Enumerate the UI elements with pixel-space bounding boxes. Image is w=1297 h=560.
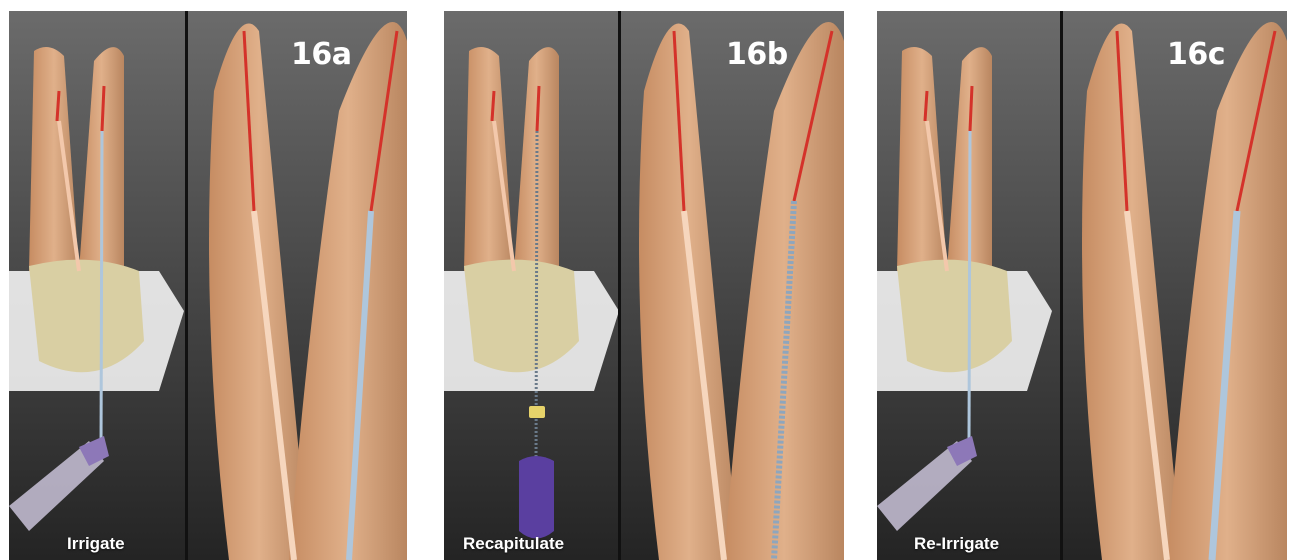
stopper-icon	[529, 406, 545, 418]
figure-label: 16a	[291, 37, 352, 72]
step-label: Recapitulate	[463, 534, 564, 554]
step-label: Irrigate	[67, 534, 125, 554]
tooth-illustration-16a	[9, 11, 407, 560]
tooth-illustration-16b	[444, 11, 844, 560]
step-label: Re-Irrigate	[914, 534, 999, 554]
tooth-illustration-16c	[877, 11, 1287, 560]
figure-panel-16b: 16b Recapitulate	[444, 11, 844, 560]
figure-panel-16a: 16a Irrigate	[9, 11, 407, 560]
figure-label: 16b	[726, 37, 788, 72]
figure-panel-16c: 16c Re-Irrigate	[877, 11, 1287, 560]
figure-label: 16c	[1167, 37, 1225, 72]
file-handle-icon	[519, 456, 554, 539]
